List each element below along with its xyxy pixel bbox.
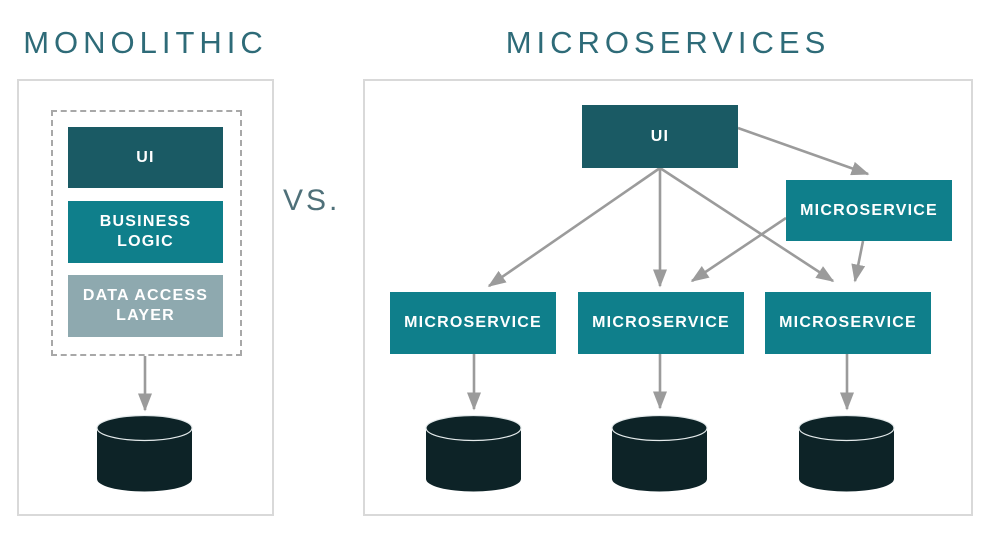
arrow-microservice-top-to-microservice-2 <box>690 216 787 283</box>
node-microservice-3: MICROSERVICE <box>765 292 931 354</box>
microservices-title: MICROSERVICES <box>505 25 831 60</box>
microservices-panel: UI MICROSERVICE MICROSERVICE MICROSERVIC… <box>363 79 973 516</box>
database-icon <box>96 415 193 492</box>
arrow-ui-to-microservice-top <box>737 126 870 176</box>
database-icon <box>798 415 895 492</box>
database-icon <box>425 415 522 492</box>
arrow-ui-to-microservice-1 <box>487 166 661 288</box>
monolith-boundary <box>51 110 242 356</box>
database-icon <box>611 415 708 492</box>
node-ui: UI <box>68 127 223 188</box>
arrow-microservice-top-to-microservice-3 <box>851 240 866 283</box>
node-microservice-top: MICROSERVICE <box>786 180 952 241</box>
node-microservice-1: MICROSERVICE <box>390 292 556 354</box>
vs-label: VS. <box>283 184 341 217</box>
node-microservice-2: MICROSERVICE <box>578 292 744 354</box>
monolithic-title: MONOLITHIC <box>23 25 268 60</box>
node-data-access-layer: DATA ACCESS LAYER <box>68 275 223 337</box>
node-business-logic: BUSINESS LOGIC <box>68 201 223 263</box>
monolithic-panel: UI BUSINESS LOGIC DATA ACCESS LAYER <box>17 79 274 516</box>
node-ui: UI <box>582 105 738 168</box>
